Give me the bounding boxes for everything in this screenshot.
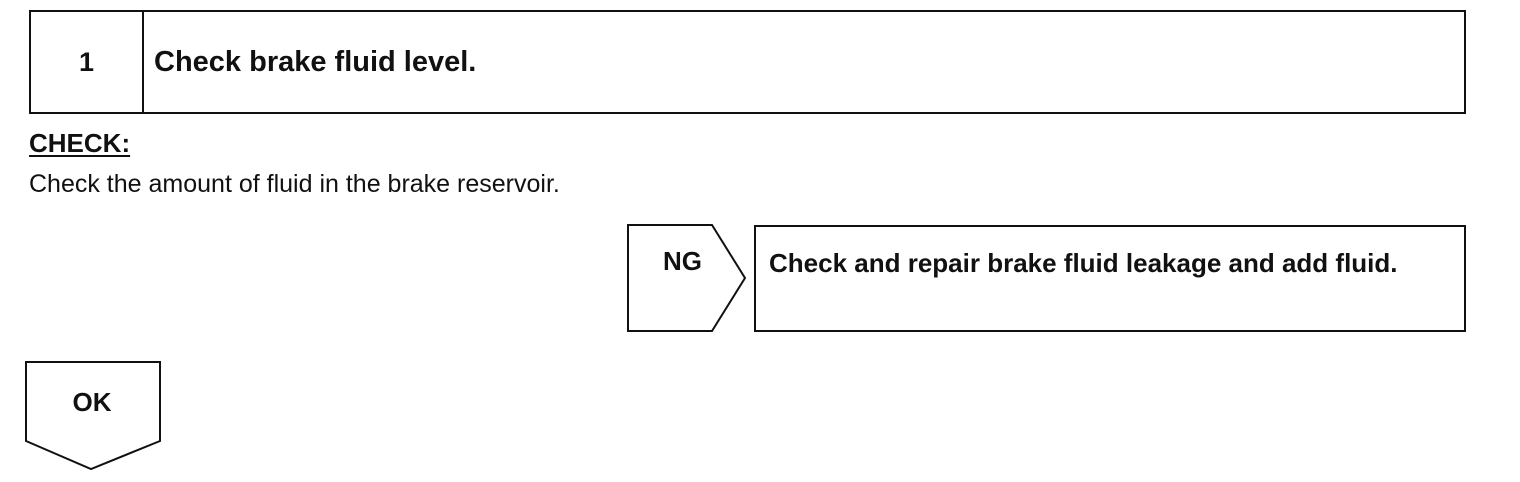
check-heading: CHECK: [29,128,131,158]
ng-label: NG [663,246,702,276]
step-header-box: 1 Check brake fluid level. [29,10,1466,114]
step-number: 1 [31,12,144,112]
check-instruction: Check the amount of fluid in the brake r… [29,170,560,198]
ok-label: OK [72,387,112,417]
ng-arrow-shape [627,224,747,332]
ok-arrow-shape [25,361,161,471]
step-title: Check brake fluid level. [154,45,477,78]
ng-action-box: Check and repair brake fluid leakage and… [754,225,1466,332]
